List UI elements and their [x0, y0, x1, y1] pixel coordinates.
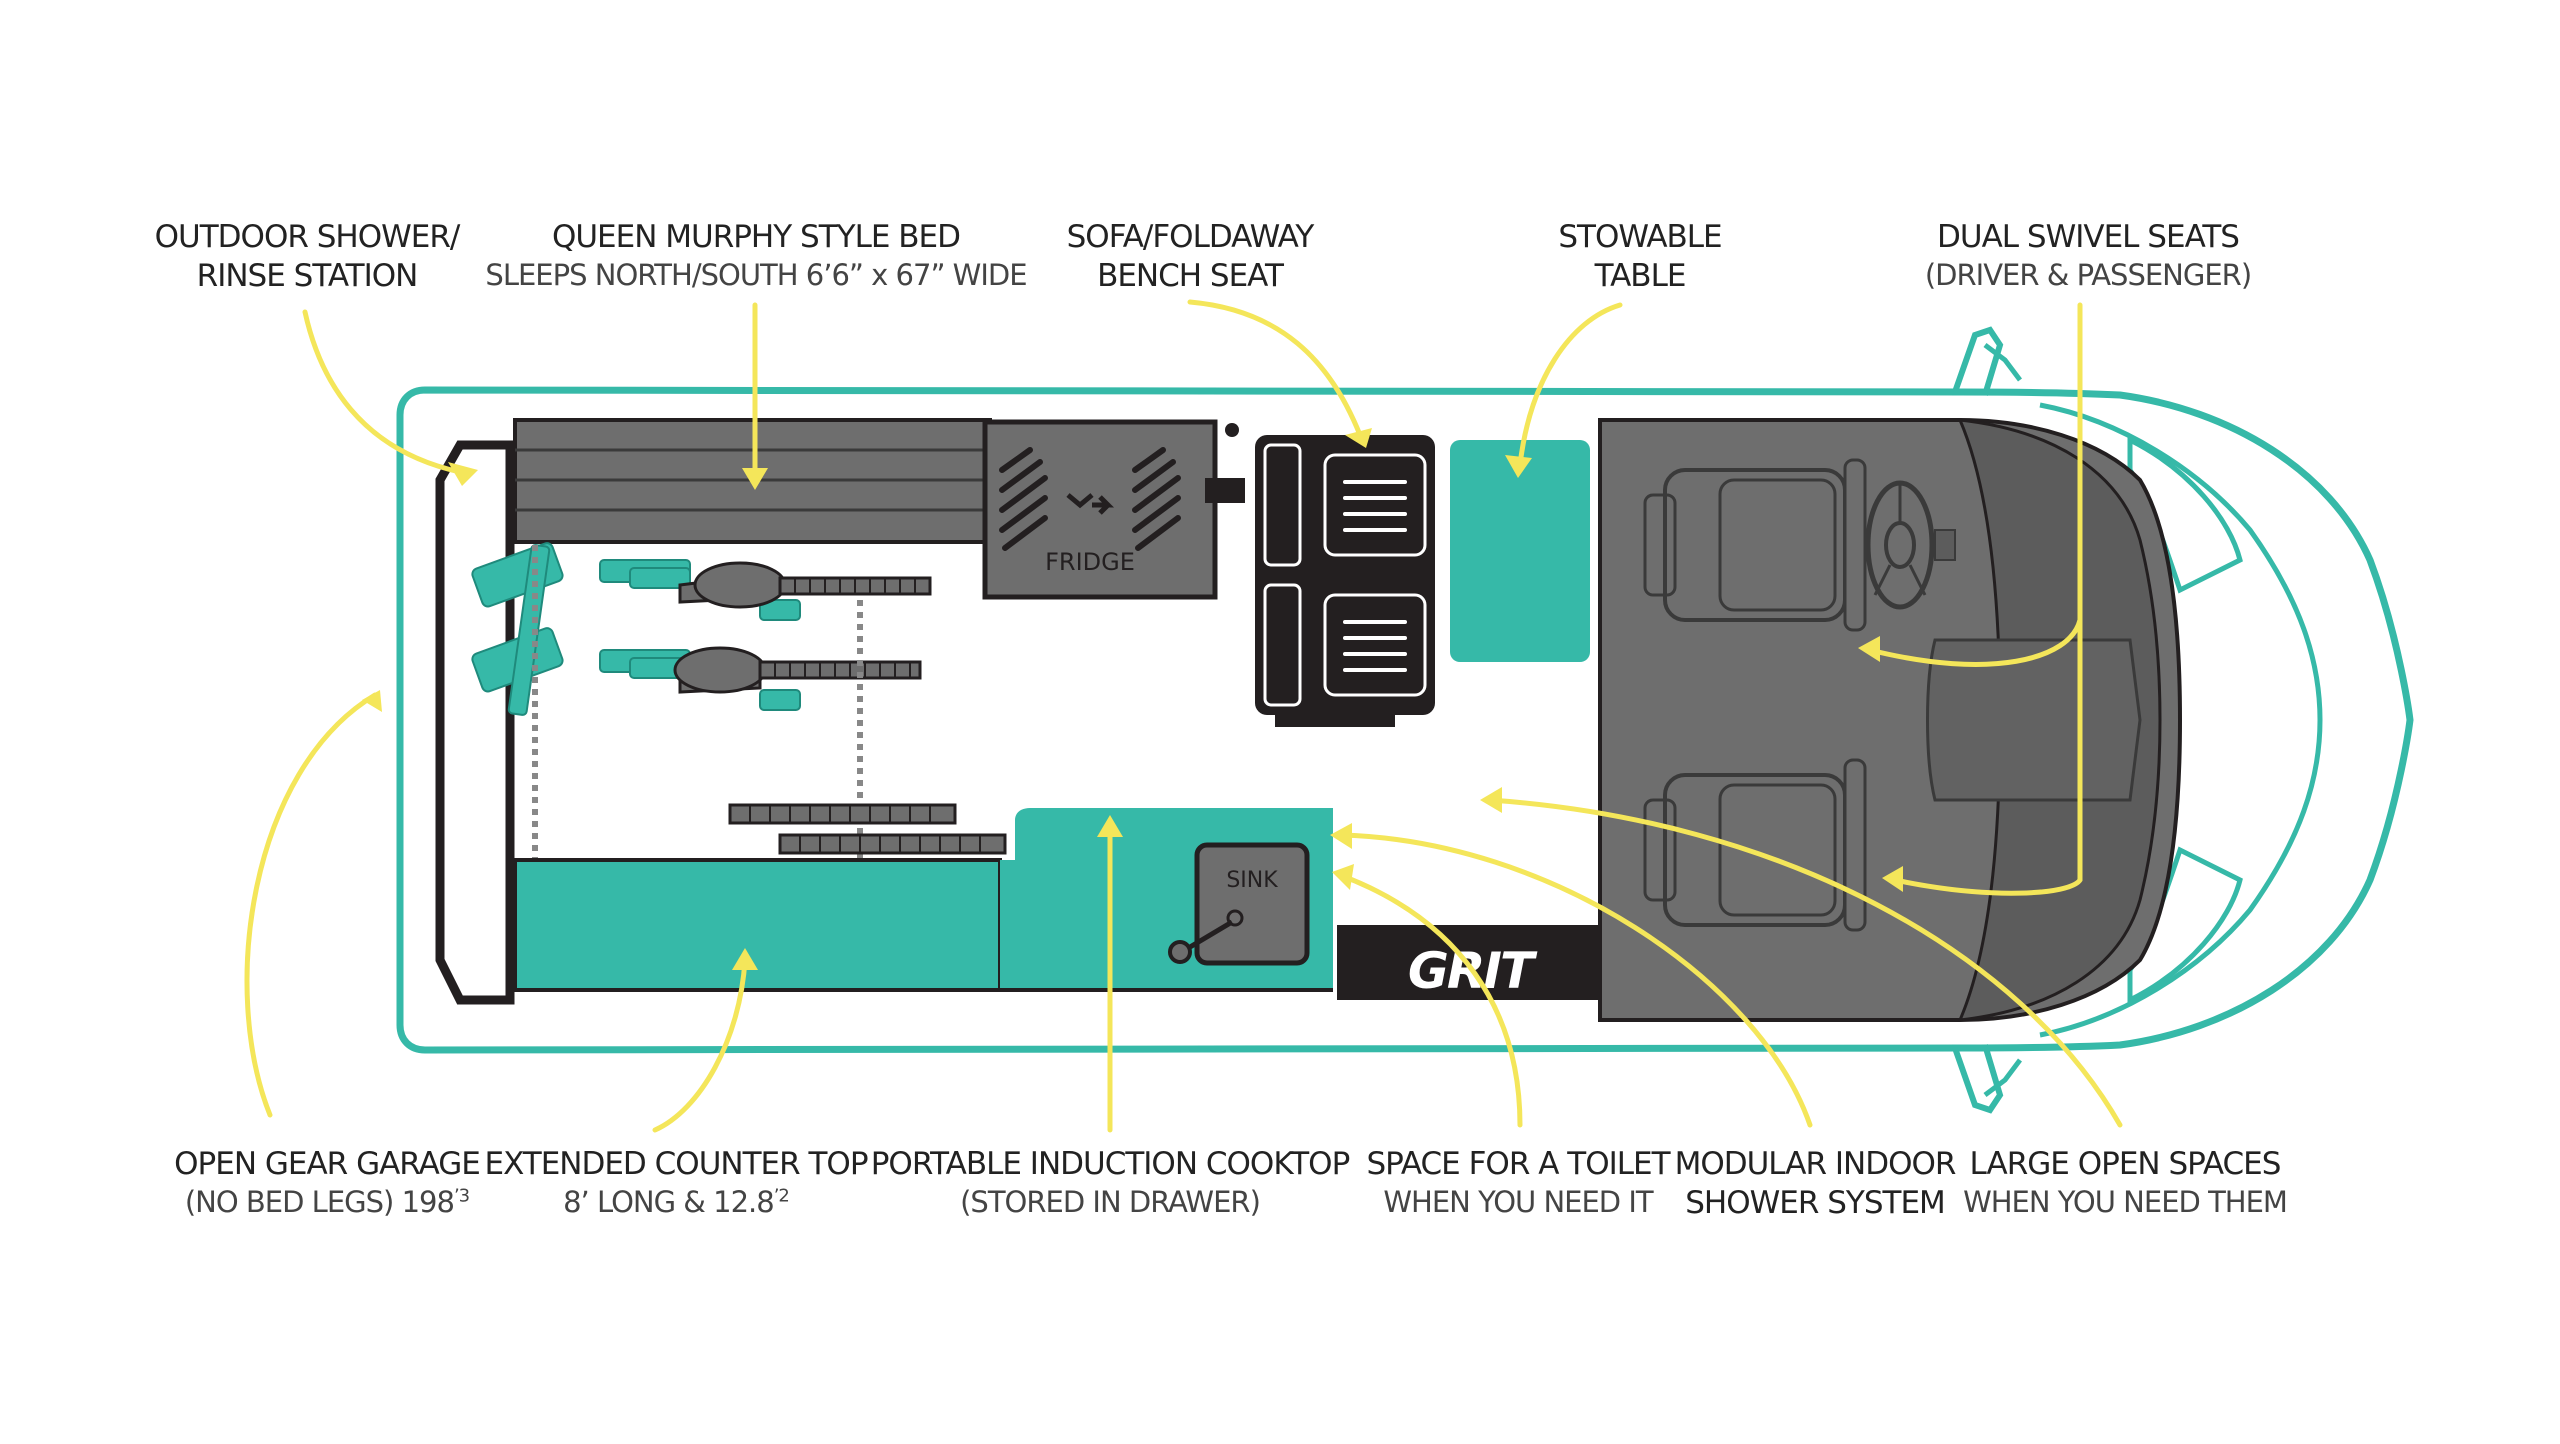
label-gear-garage: OPEN GEAR GARAGE (NO BED LEGS) 198’3 — [174, 1145, 481, 1220]
label-swivel-seats: DUAL SWIVEL SEATS (DRIVER & PASSENGER) — [1924, 218, 2252, 293]
label-outdoor-shower-line2: RINSE STATION — [196, 257, 419, 294]
label-murphy-bed-line2: SLEEPS NORTH/SOUTH 6’6” x 67” WIDE — [485, 257, 1027, 292]
label-open-spaces: LARGE OPEN SPACES WHEN YOU NEED THEM — [1963, 1145, 2288, 1220]
counter-top — [513, 808, 1333, 992]
label-swivel-seats-line2: (DRIVER & PASSENGER) — [1924, 257, 2252, 292]
label-gear-garage-sup: ’3 — [453, 1185, 470, 1207]
sofa-bench — [1255, 435, 1435, 727]
cab-area — [1598, 418, 2183, 1022]
fridge-icon: FRIDGE — [982, 419, 1245, 600]
label-cooktop: PORTABLE INDUCTION COOKTOP (STORED IN DR… — [870, 1145, 1351, 1220]
label-cooktop-line1: PORTABLE INDUCTION COOKTOP — [870, 1146, 1351, 1182]
label-gear-garage-line2-text: (NO BED LEGS) 198 — [184, 1184, 455, 1219]
label-gear-garage-line1: OPEN GEAR GARAGE — [174, 1146, 481, 1182]
label-counter-top-line2-text: 8’ LONG & 12.8 — [563, 1184, 775, 1219]
label-indoor-shower-line2: SHOWER SYSTEM — [1685, 1184, 1946, 1221]
callout-arrows — [244, 299, 2123, 1133]
stowable-table — [1450, 440, 1590, 662]
label-toilet-space: SPACE FOR A TOILET WHEN YOU NEED IT — [1366, 1145, 1670, 1220]
label-sofa-bench-line1: SOFA/FOLDAWAY — [1066, 219, 1315, 255]
label-murphy-bed: QUEEN MURPHY STYLE BED SLEEPS NORTH/SOUT… — [485, 218, 1027, 293]
label-toilet-space-line2: WHEN YOU NEED IT — [1383, 1184, 1653, 1219]
label-cooktop-line2: (STORED IN DRAWER) — [960, 1184, 1261, 1219]
label-stowable-table-line1: STOWABLE — [1558, 219, 1722, 255]
label-stowable-table: STOWABLE TABLE — [1558, 218, 1722, 296]
bicycle-icon — [471, 542, 932, 716]
label-outdoor-shower-line1: OUTDOOR SHOWER/ — [154, 219, 461, 255]
label-counter-top: EXTENDED COUNTER TOP 8’ LONG & 12.8’2 — [484, 1145, 868, 1220]
label-murphy-bed-line1: QUEEN MURPHY STYLE BED — [551, 219, 961, 255]
label-swivel-seats-line1: DUAL SWIVEL SEATS — [1937, 219, 2240, 255]
label-indoor-shower-line1: MODULAR INDOOR — [1674, 1146, 1957, 1182]
label-indoor-shower: MODULAR INDOOR SHOWER SYSTEM — [1674, 1145, 1957, 1223]
label-open-spaces-line2: WHEN YOU NEED THEM — [1963, 1184, 2288, 1219]
label-counter-top-line2: 8’ LONG & 12.8’2 — [484, 1184, 867, 1220]
label-gear-garage-line2: (NO BED LEGS) 198’3 — [174, 1184, 480, 1220]
sink-label: SINK — [1226, 868, 1278, 893]
label-stowable-table-line2: TABLE — [1594, 257, 1687, 294]
steering-wheel-icon — [1865, 480, 1956, 610]
callout-arrowheads — [362, 428, 1903, 970]
label-counter-top-sup: ’2 — [773, 1185, 790, 1207]
label-toilet-space-line1: SPACE FOR A TOILET — [1366, 1146, 1670, 1182]
passenger-seat — [1643, 758, 1867, 932]
label-open-spaces-line1: LARGE OPEN SPACES — [1969, 1146, 2282, 1182]
sink-icon: SINK — [1168, 842, 1310, 966]
label-outdoor-shower: OUTDOOR SHOWER/ RINSE STATION — [154, 218, 461, 296]
label-sofa-bench: SOFA/FOLDAWAY BENCH SEAT — [1066, 218, 1315, 296]
fridge-label: FRIDGE — [1045, 548, 1135, 576]
label-sofa-bench-line2: BENCH SEAT — [1097, 257, 1284, 294]
rear-doors — [435, 440, 515, 1005]
driver-seat — [1643, 458, 1867, 632]
label-counter-top-line1: EXTENDED COUNTER TOP — [484, 1146, 868, 1182]
floor-racks — [728, 803, 1007, 855]
